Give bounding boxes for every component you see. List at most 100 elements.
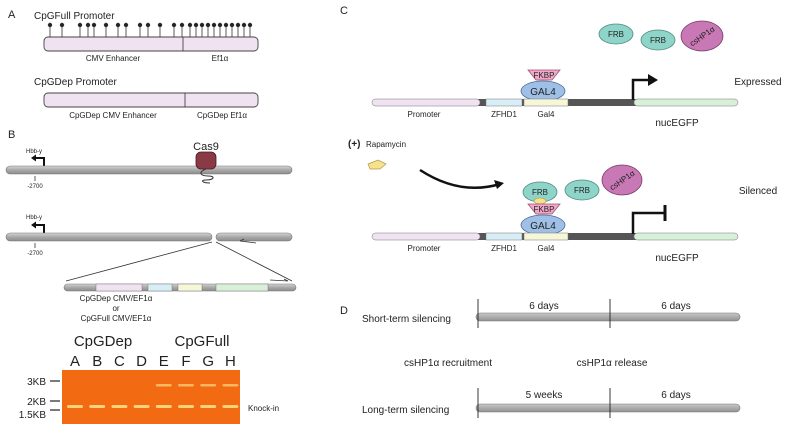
gel-bands [67, 384, 239, 408]
short-term-label: Short-term silencing [362, 314, 451, 325]
gel-band [155, 405, 172, 408]
gel-lane-label: A [70, 353, 80, 370]
gel-band-upper [200, 384, 217, 387]
zfhd1-segment-1 [485, 98, 523, 107]
construct-line-2: or [112, 304, 119, 313]
gal4-segment-2 [523, 232, 569, 241]
gene-label-2: Hbb-y [26, 215, 42, 221]
fkbp-label-2: FKBP [534, 205, 555, 214]
marker-2kb: 2KB [27, 397, 46, 408]
short-phase-1: 6 days [529, 301, 558, 312]
construct-line-3: CpGFull CMV/EF1α [81, 314, 152, 323]
cpgdep-enhancer-label: CpGDep CMV Enhancer [69, 111, 157, 120]
panel-label-b: B [8, 129, 15, 141]
gel-group-cpgdep: CpGDep [74, 333, 132, 350]
gal4-site-label-1: Gal4 [538, 110, 555, 119]
gal4-site-label-2: Gal4 [538, 244, 555, 253]
gel-lane-label: E [159, 353, 169, 370]
cpgfull-title: CpGFull Promoter [34, 11, 115, 22]
cpgfull-promoter-label: Ef1α [212, 54, 229, 63]
position-label-2: -2700 [27, 251, 43, 257]
knock-in-label: Knock-in [248, 404, 279, 413]
long-term-bar [475, 403, 741, 413]
tss-arrow-2 [34, 224, 45, 233]
gel-band [200, 405, 217, 408]
frb-label-2: FRB [650, 36, 666, 45]
panel-label-d: D [340, 305, 348, 317]
gel-band [111, 405, 128, 408]
gel-lane-label: G [202, 353, 214, 370]
donor-egfp [215, 283, 269, 292]
fkbp-domain-2 [527, 203, 561, 215]
release-label: csHP1α release [577, 358, 648, 369]
reporter-label-2: nucEGFP [655, 253, 699, 264]
gel-band [222, 405, 239, 408]
rapamycin-label: Rapamycin [366, 140, 406, 149]
tss-arrowhead-1 [31, 154, 36, 162]
transcription-arrowhead [648, 74, 658, 86]
bound-rapamycin [533, 197, 547, 205]
cpgdep-promoter-box [43, 92, 259, 108]
egfp-segment-1 [633, 98, 739, 107]
guide-rna [200, 168, 214, 184]
gal4-segment-1 [523, 98, 569, 107]
frb-domain-2 [640, 29, 676, 51]
gel-band [133, 405, 150, 408]
primer-arrow-2 [269, 278, 289, 282]
cas9-protein [195, 151, 217, 170]
rapamycin-molecule [367, 159, 387, 170]
gel-group-cpgfull: CpGFull [174, 333, 229, 350]
long-phase-1: 5 weeks [526, 390, 563, 401]
promoter-label-2: Promoter [408, 244, 441, 253]
cshp1a-domain-1 [680, 20, 724, 52]
construct-line-1: CpGDep CMV/EF1α [80, 294, 153, 303]
gel-band [178, 405, 194, 408]
gel-band-upper [178, 384, 194, 387]
locus-bar-2-left [5, 232, 213, 242]
promoter-segment-2 [371, 232, 481, 241]
short-term-bar [475, 312, 741, 322]
zfhd1-segment-2 [485, 232, 523, 241]
cpgfull-promoter-box [43, 36, 259, 52]
donor-gal4 [177, 283, 203, 292]
gel-lane-label: C [114, 353, 125, 370]
panel-label-a: A [8, 9, 16, 21]
tss-arrow-1 [34, 157, 45, 166]
position-label-1: -2700 [27, 184, 43, 190]
rapamycin-sign: (+) [348, 139, 361, 150]
promoter-label-1: Promoter [408, 110, 441, 119]
transcription-arrow [631, 78, 650, 100]
short-phase-2: 6 days [661, 301, 690, 312]
frb-domain-1 [598, 23, 634, 45]
marker-3kb: 3KB [27, 377, 46, 388]
repression-line [631, 211, 664, 234]
cpgfull-enhancer-label: CMV Enhancer [86, 54, 141, 63]
gel-lane-label: B [92, 353, 102, 370]
frb-label-1: FRB [608, 30, 624, 39]
donor-zfhd1 [147, 283, 173, 292]
gel-band [67, 405, 83, 408]
marker-1-5kb: 1.5KB [19, 410, 47, 421]
insert-line-left [65, 241, 213, 282]
cpgdep-promoter-label: CpGDep Ef1α [197, 111, 247, 120]
cpg-lollipops [47, 22, 253, 37]
fkbp-domain-1 [527, 69, 561, 81]
frb-label-4: FRB [574, 186, 590, 195]
cas9-label: Cas9 [193, 141, 219, 153]
cpgdep-title: CpGDep Promoter [34, 77, 117, 88]
primer-arrow-1 [239, 238, 257, 244]
frb-domain-4 [564, 179, 600, 201]
gel-lane-label: H [225, 353, 236, 370]
gel-band [89, 405, 106, 408]
egfp-segment-2 [633, 232, 739, 241]
expressed-label: Expressed [734, 77, 781, 88]
long-term-label: Long-term silencing [362, 405, 449, 416]
promoter-segment-1 [371, 98, 481, 107]
gel-image [62, 370, 240, 424]
insert-line-right [215, 241, 293, 282]
rapamycin-arrowhead [494, 180, 504, 189]
fkbp-label-1: FKBP [534, 71, 555, 80]
gel-lane-label: F [181, 353, 190, 370]
tss-arrowhead-2 [31, 221, 36, 229]
